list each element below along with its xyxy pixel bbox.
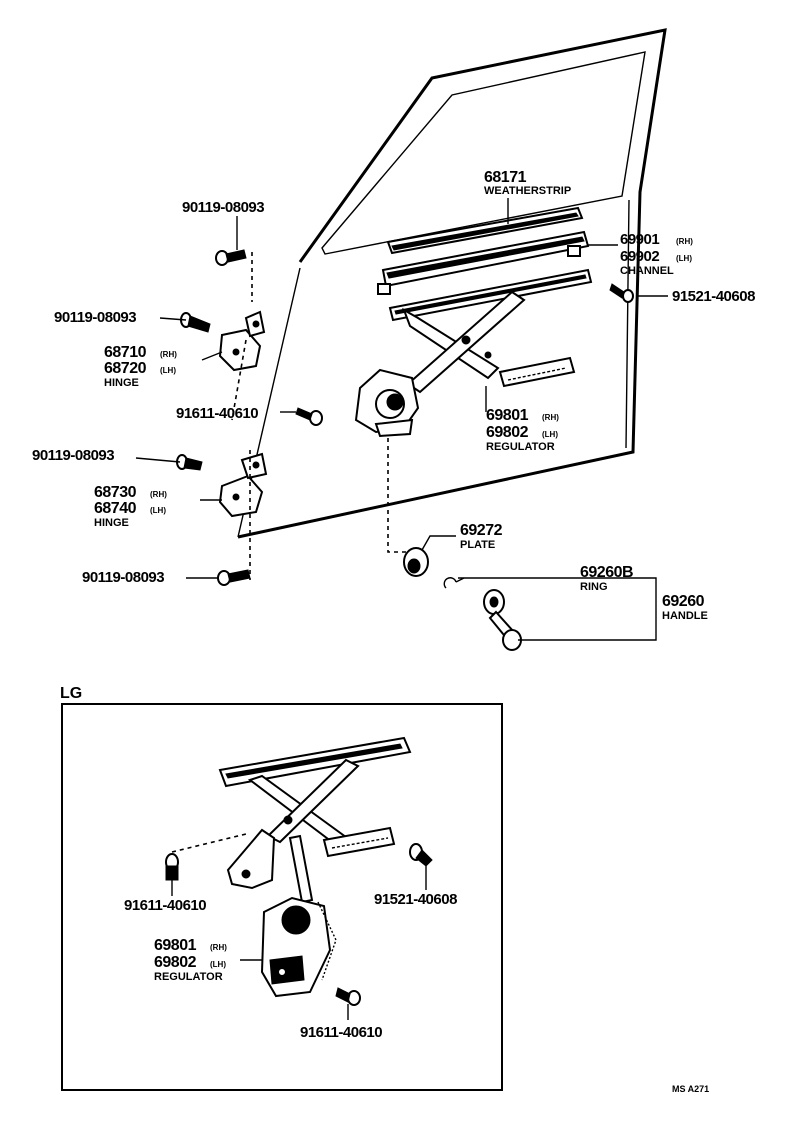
channel-part [377,230,618,295]
hinge-upper-lh-part-number: 68720 [104,360,147,377]
bolt-top-part-number: 90119-08093 [182,199,264,216]
inset-regulator-rh-part-number: 69801 [154,937,197,954]
bolt-icon [335,987,361,1006]
inset-dashed-line [171,833,247,853]
label-channel: 69901 (RH) 69902 (LH) CHANNEL [620,231,693,277]
inset-bolt-left-part-number: 91611-40610 [124,897,206,914]
ring-part-number: 69260B [580,564,633,581]
label-plate: 69272 PLATE [460,522,503,551]
channel-rh-part-number: 69901 [620,231,659,248]
inset-regulator-part [218,736,412,998]
inset-leader-lines [171,866,427,1020]
bolt-bottom-part-number: 90119-08093 [82,569,164,586]
regulator-lh-part-number: 69802 [486,424,529,441]
regulator-part [354,268,593,438]
label-upper-hinge: 68710 (RH) 68720 (LH) HINGE [104,344,177,389]
handle-part [483,589,522,651]
ring-name: RING [580,581,608,593]
bolt-icon [295,407,323,426]
channel-name: CHANNEL [620,265,674,277]
plate-name: PLATE [460,539,495,551]
inset-label-regulator: 69801 (RH) 69802 (LH) REGULATOR [154,937,227,983]
bolt-upper-hinge-part-number: 90119-08093 [54,309,136,326]
regulator-lh-tag: (LH) [542,430,558,439]
inset-bolt-right-part-number: 91521-40608 [374,891,457,908]
regulator-name: REGULATOR [486,441,555,453]
hinge-upper-rh-part-number: 68710 [104,344,147,361]
channel-lh-part-number: 69902 [620,248,659,265]
bolt-regulator-part-number: 91611-40610 [176,405,258,422]
inset-regulator-lh-part-number: 69802 [154,954,197,971]
handle-part-number: 69260 [662,593,705,610]
regulator-rh-tag: (RH) [542,413,559,422]
hinge-upper-rh-tag: (RH) [160,350,177,359]
hinge-lower-name: HINGE [94,517,129,529]
bolt-icon [165,853,179,881]
footer-code: MS A271 [672,1084,709,1094]
weatherstrip-part [386,198,584,255]
door-outline [237,28,667,539]
bolt-icon [217,569,251,586]
plate-part [403,547,429,577]
bolt-icon [609,283,634,303]
inset-title: LG [60,685,82,702]
label-handle: 69260 HANDLE [662,593,708,622]
channel-rh-tag: (RH) [676,237,693,246]
hinge-lower-rh-part-number: 68730 [94,484,137,501]
weatherstrip-part-number: 68171 [484,169,527,186]
handle-name: HANDLE [662,610,708,622]
hinge-lower-lh-tag: (LH) [150,506,166,515]
channel-lh-tag: (LH) [676,254,692,263]
bolt-icon [176,454,203,471]
label-lower-hinge: 68730 (RH) 68740 (LH) HINGE [94,484,167,529]
bolt-icon [409,843,433,867]
inset-regulator-rh-tag: (RH) [210,943,227,952]
inset-regulator-lh-tag: (LH) [210,960,226,969]
regulator-dashed-line [387,438,412,553]
regulator-rh-part-number: 69801 [486,407,529,424]
upper-hinge-part [218,310,266,372]
ring-part [443,577,457,589]
label-weatherstrip: 68171 WEATHERSTRIP [484,169,571,197]
plate-part-number: 69272 [460,522,503,539]
lower-hinge-part [218,452,268,518]
inset-bolt-bottom-part-number: 91611-40610 [300,1024,382,1041]
bolt-lower-hinge-part-number: 90119-08093 [32,447,114,464]
leader-lines [135,216,668,641]
label-regulator: 69801 (RH) 69802 (LH) REGULATOR [486,407,559,453]
hinge-lower-rh-tag: (RH) [150,490,167,499]
bolt-icon [180,312,211,333]
weatherstrip-name: WEATHERSTRIP [484,185,571,197]
hinge-upper-name: HINGE [104,377,139,389]
hinge-lower-lh-part-number: 68740 [94,500,137,517]
inset-regulator-name: REGULATOR [154,971,223,983]
label-ring: 69260B RING [580,564,634,593]
bolt-icon [215,249,247,266]
inset-frame [61,703,503,1091]
hinge-dashed-line [231,252,253,580]
hinge-upper-lh-tag: (LH) [160,366,176,375]
bolt-channel-part-number: 91521-40608 [672,288,755,305]
